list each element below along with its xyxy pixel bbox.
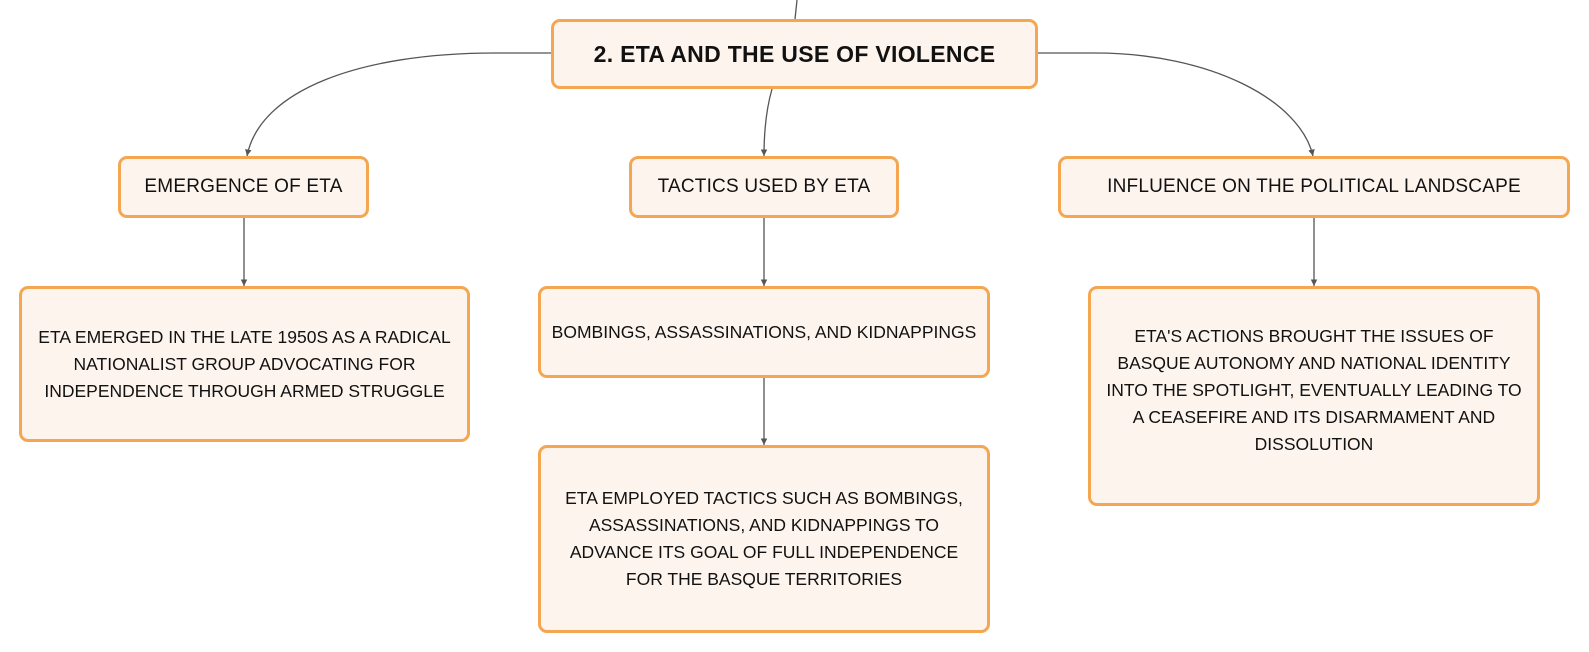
branch-node-label: INFLUENCE ON THE POLITICAL LANDSCAPE xyxy=(1107,176,1521,197)
detail-node-text: BOMBINGS, ASSASSINATIONS, AND KIDNAPPING… xyxy=(551,321,977,342)
branch-node-tactics-used-by-eta[interactable]: TACTICS USED BY ETA xyxy=(629,156,899,218)
detail-node-influence[interactable]: ETA'S ACTIONS BROUGHT THE ISSUES OF BASQ… xyxy=(1088,286,1540,506)
connector-root-to-influence xyxy=(1038,52,1315,157)
branch-node-influence-on-political-landscape[interactable]: INFLUENCE ON THE POLITICAL LANDSCAPE xyxy=(1058,156,1570,218)
detail-node-emergence[interactable]: ETA EMERGED IN THE LATE 1950S AS A RADIC… xyxy=(19,286,470,442)
connector-root-to-emergence xyxy=(245,52,551,157)
connector-root-to-tactics xyxy=(760,88,773,157)
root-node[interactable]: 2. ETA AND THE USE OF VIOLENCE xyxy=(551,19,1038,89)
branch-node-label: TACTICS USED BY ETA xyxy=(657,176,871,197)
branch-node-label: EMERGENCE OF ETA xyxy=(144,176,343,197)
detail-node-bombings[interactable]: BOMBINGS, ASSASSINATIONS, AND KIDNAPPING… xyxy=(538,286,990,378)
detail-node-text: ETA EMERGED IN THE LATE 1950S AS A RADIC… xyxy=(38,326,451,401)
detail-node-text: ETA'S ACTIONS BROUGHT THE ISSUES OF BASQ… xyxy=(1106,325,1522,454)
detail-node-text: ETA EMPLOYED TACTICS SUCH AS BOMBINGS, A… xyxy=(565,488,963,589)
connector-parent-to-root xyxy=(794,0,798,20)
detail-node-tactics-description[interactable]: ETA EMPLOYED TACTICS SUCH AS BOMBINGS, A… xyxy=(538,445,990,633)
root-node-label: 2. ETA AND THE USE OF VIOLENCE xyxy=(593,40,996,67)
branch-node-emergence-of-eta[interactable]: EMERGENCE OF ETA xyxy=(118,156,369,218)
